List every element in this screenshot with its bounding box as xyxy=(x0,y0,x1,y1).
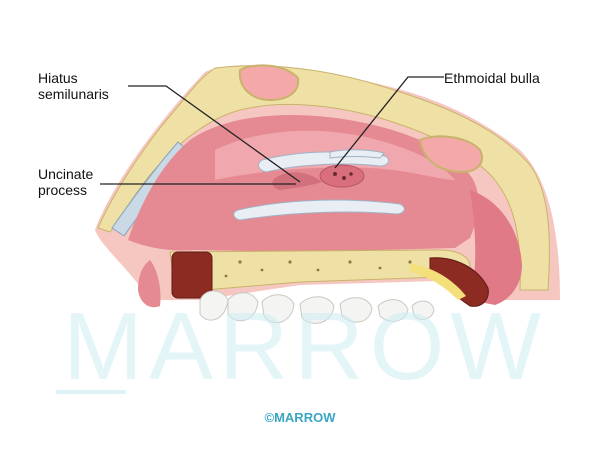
copyright-text: ©MARROW xyxy=(264,410,336,425)
hard-palate xyxy=(169,249,471,291)
watermark-bar xyxy=(56,390,126,394)
frontal-sinus xyxy=(238,64,300,102)
label-hiatus-semilunaris: Hiatus semilunaris xyxy=(38,70,109,102)
upper-lip xyxy=(138,260,161,308)
bulla-opening-3 xyxy=(349,172,353,176)
ethmoidal-bulla xyxy=(319,164,365,188)
label-uncinate-process: Uncinate process xyxy=(38,166,94,198)
nasopharynx xyxy=(470,190,522,305)
bulla-opening-2 xyxy=(342,176,346,180)
label-ethmoidal-bulla: Ethmoidal bulla xyxy=(444,70,540,86)
bulla-opening-1 xyxy=(333,172,337,176)
hiatus-leader-line xyxy=(128,85,301,183)
ethmoidal-bulla-leader-line xyxy=(334,76,444,169)
nasal-bone xyxy=(97,65,550,291)
palate-bone-dots xyxy=(224,260,412,278)
watermark-text: MARROW xyxy=(63,293,547,400)
soft-palate-fat xyxy=(410,264,466,300)
anterior-marrow xyxy=(171,251,213,299)
uncinate-process xyxy=(272,172,322,190)
sphenoid-sinus xyxy=(418,135,483,174)
inferior-turbinate xyxy=(233,199,405,221)
superior-turbinate xyxy=(329,149,385,159)
leader-lines xyxy=(100,76,444,185)
teeth xyxy=(199,290,435,324)
